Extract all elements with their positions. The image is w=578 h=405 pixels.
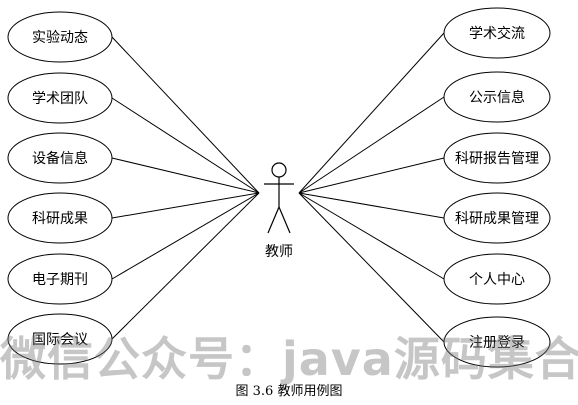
use-case-label: 设备信息 — [32, 150, 88, 167]
watermark-text: 微信公众号：java源码集合 — [0, 332, 578, 386]
use-case-left-2[interactable]: 设备信息 — [7, 132, 113, 184]
use-case-right-5[interactable]: 注册登录 — [443, 316, 551, 368]
use-case-left-1[interactable]: 学术团队 — [7, 72, 113, 124]
use-case-label: 个人中心 — [469, 272, 525, 288]
figure-caption: 图 3.6 教师用例图 — [235, 384, 343, 399]
use-case-right-2[interactable]: 科研报告管理 — [443, 132, 551, 184]
use-case-label: 实验动态 — [32, 30, 88, 46]
actor-head — [271, 162, 287, 178]
association-line-right-5 — [298, 192, 445, 343]
association-line-right-0 — [298, 32, 445, 194]
use-case-label: 科研报告管理 — [455, 151, 539, 167]
use-case-left-0[interactable]: 实验动态 — [7, 11, 113, 63]
use-case-label: 学术交流 — [469, 25, 525, 42]
association-line-left-3 — [111, 192, 260, 219]
use-case-left-5[interactable]: 国际会议 — [7, 313, 113, 365]
actor-left-leg — [267, 206, 280, 234]
use-case-right-4[interactable]: 个人中心 — [443, 253, 551, 305]
use-case-right-1[interactable]: 公示信息 — [443, 71, 551, 123]
use-case-label: 注册登录 — [469, 335, 525, 351]
use-case-label: 科研成果 — [32, 211, 88, 227]
association-line-left-0 — [111, 36, 260, 194]
use-case-label: 学术团队 — [32, 91, 88, 107]
use-case-label: 电子期刊 — [32, 272, 88, 288]
use-case-right-3[interactable]: 科研成果管理 — [443, 192, 551, 244]
association-line-left-4 — [111, 192, 260, 280]
use-case-left-4[interactable]: 电子期刊 — [7, 253, 113, 305]
use-case-left-3[interactable]: 科研成果 — [7, 192, 113, 244]
use-case-label: 科研成果管理 — [455, 211, 539, 227]
association-line-right-3 — [298, 192, 445, 219]
association-line-right-4 — [298, 192, 445, 280]
association-line-left-5 — [111, 192, 260, 340]
association-lines — [111, 32, 445, 343]
association-line-left-2 — [111, 157, 260, 194]
actor-label: 教师 — [265, 244, 293, 260]
actor-figure[interactable]: 教师 — [264, 162, 294, 260]
use-case-label: 国际会议 — [32, 332, 88, 348]
association-line-left-1 — [111, 97, 260, 194]
actor-right-leg — [278, 206, 291, 234]
use-case-label: 公示信息 — [469, 89, 525, 106]
association-line-right-1 — [298, 96, 445, 194]
use-case-right-0[interactable]: 学术交流 — [443, 7, 551, 59]
association-line-right-2 — [298, 157, 445, 194]
